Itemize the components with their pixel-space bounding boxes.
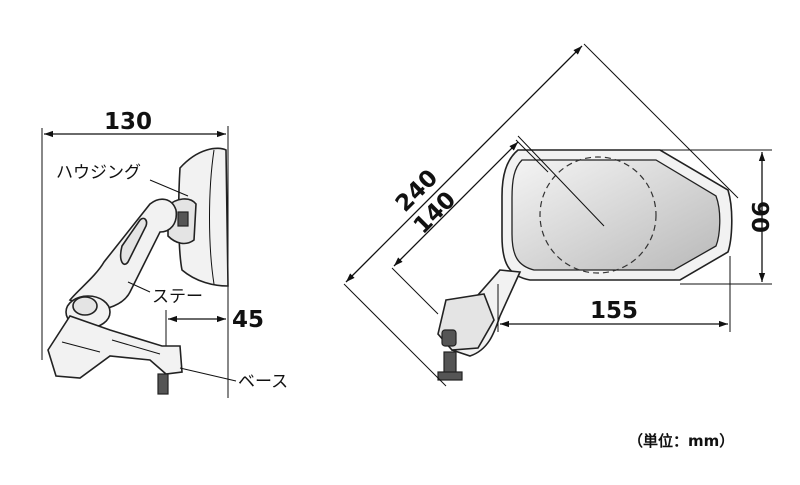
base-front-knob bbox=[441, 329, 457, 347]
dim-line-140 bbox=[393, 141, 519, 267]
pivot-knob-cap bbox=[72, 296, 98, 316]
base-bolt bbox=[157, 373, 169, 395]
ext-140-bottom bbox=[391, 267, 439, 315]
ext-240-top bbox=[583, 43, 739, 199]
front-view: 240 140 90 155 bbox=[343, 43, 772, 387]
housing-rim bbox=[209, 149, 215, 285]
dim-label-155: 155 bbox=[590, 298, 638, 324]
base-detail bbox=[61, 339, 161, 355]
dim-label-130: 130 bbox=[104, 109, 152, 135]
leader-stay bbox=[127, 281, 151, 293]
base-body bbox=[47, 315, 183, 379]
dim-label-90: 90 bbox=[746, 201, 772, 233]
ext-240-bottom bbox=[343, 283, 447, 387]
unit-note: （単位：mm） bbox=[628, 432, 734, 450]
side-view: 130 45 ハウジング ステー ベース bbox=[41, 109, 288, 398]
stay-slot bbox=[119, 217, 148, 266]
label-stay: ステー bbox=[152, 287, 203, 307]
housing-bolt bbox=[177, 211, 189, 227]
leader-housing bbox=[149, 179, 189, 197]
base-front-nut bbox=[437, 371, 463, 381]
label-housing: ハウジング bbox=[56, 163, 141, 183]
dim-label-45: 45 bbox=[232, 307, 264, 333]
label-base: ベース bbox=[238, 372, 288, 392]
leader-base bbox=[179, 367, 237, 382]
